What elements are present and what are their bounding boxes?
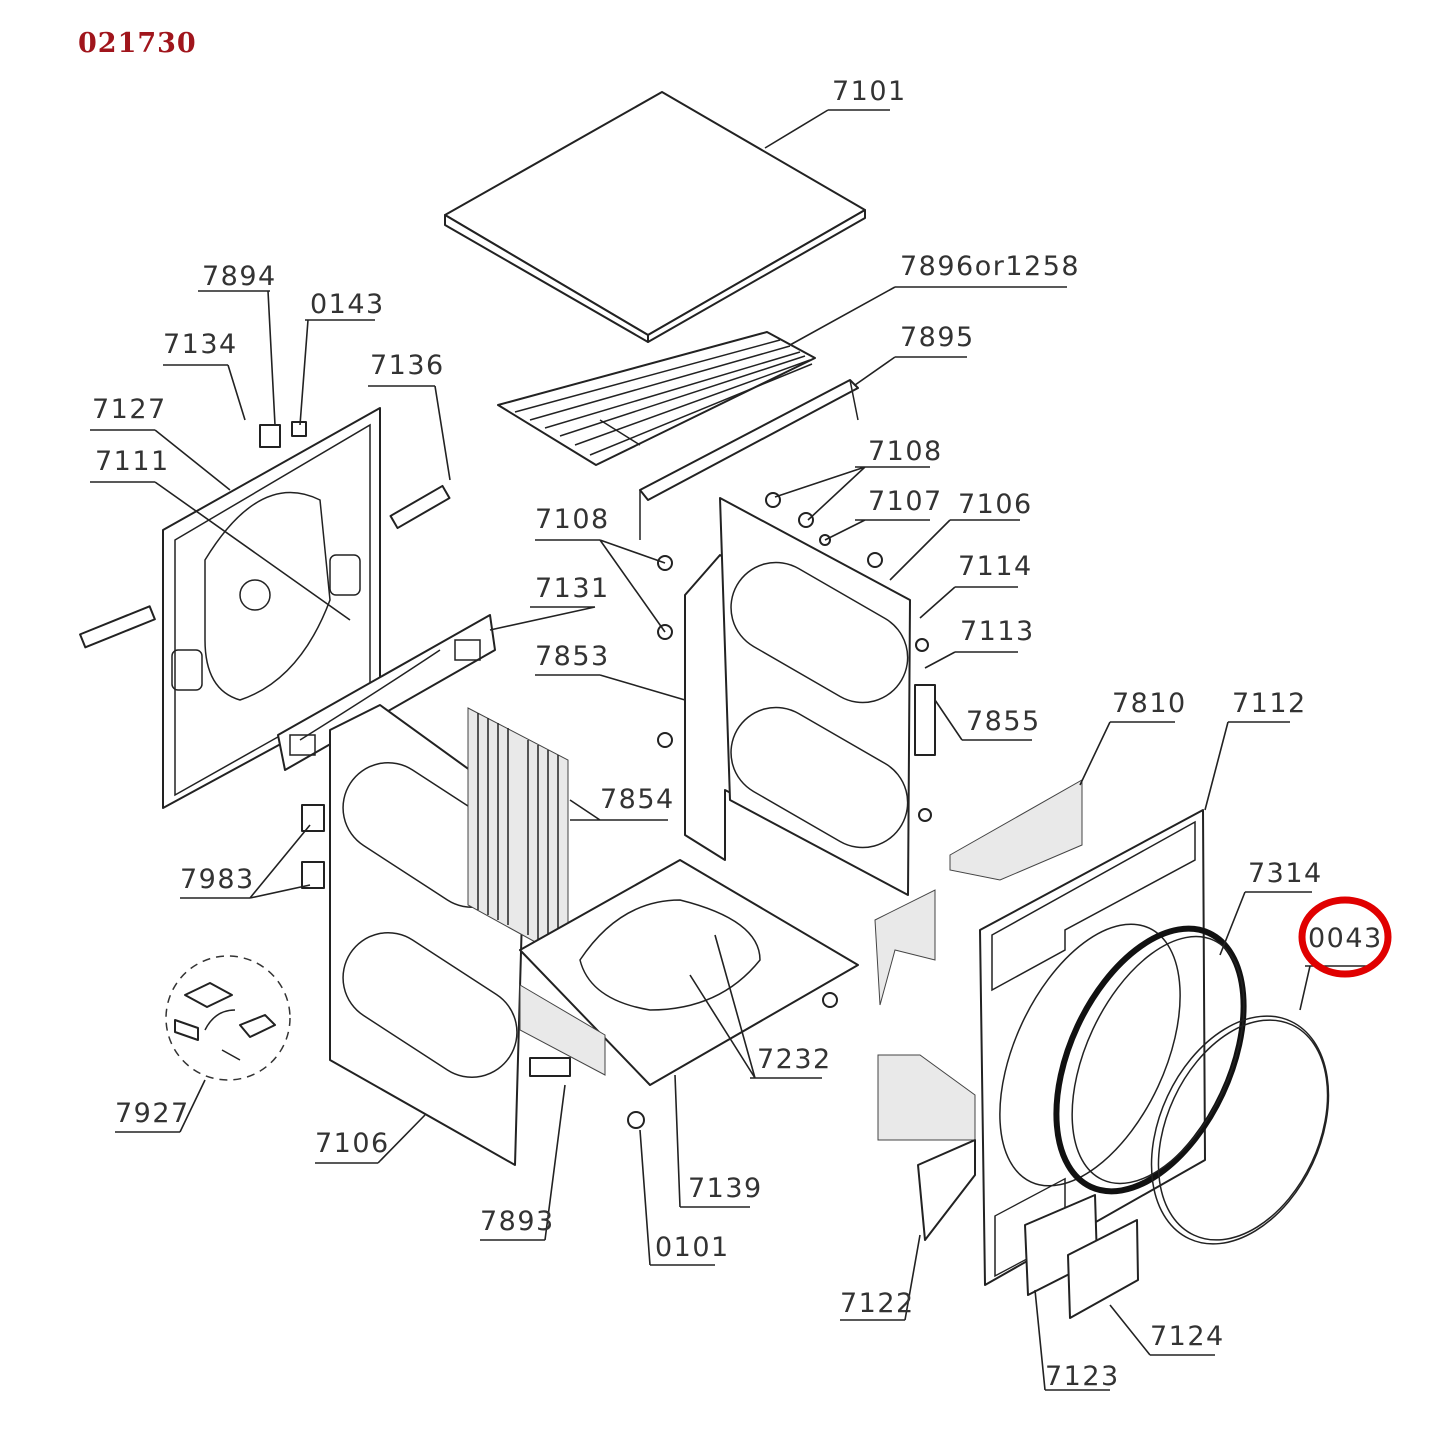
- filter-7123-7124: [1024, 1194, 1139, 1319]
- label-7122: 7122: [840, 1288, 915, 1319]
- label-7927: 7927: [115, 1098, 190, 1129]
- door-seal-7314: [1053, 925, 1247, 1195]
- highlight-circle: [1298, 896, 1392, 978]
- label-7106-bottom: 7106: [315, 1128, 390, 1159]
- label-7136: 7136: [370, 350, 445, 381]
- label-7139: 7139: [688, 1173, 763, 1204]
- side-panel-7106-right: [719, 497, 911, 896]
- label-7107: 7107: [868, 486, 943, 517]
- label-7893: 7893: [480, 1206, 555, 1237]
- top-panel-7101: [444, 91, 866, 343]
- diagram-id: 021730: [78, 28, 197, 59]
- label-0043: 0043: [1308, 923, 1383, 954]
- small-parts: [79, 421, 936, 1129]
- label-7108-mid: 7108: [535, 504, 610, 535]
- base-frame-7139: [519, 859, 859, 1086]
- ring-0043: [1150, 1015, 1330, 1245]
- grille-7896: [497, 331, 816, 466]
- leader-lines: [90, 109, 1372, 1391]
- part-drawings: [79, 91, 1330, 1319]
- label-0143: 0143: [310, 289, 385, 320]
- label-7895: 7895: [900, 322, 975, 353]
- filter-door-7122: [917, 1139, 976, 1241]
- rail-7895: [639, 379, 859, 540]
- label-7853: 7853: [535, 641, 610, 672]
- label-7106-right: 7106: [958, 489, 1033, 520]
- label-7111: 7111: [95, 446, 170, 477]
- label-7123: 7123: [1045, 1361, 1120, 1392]
- label-7101: 7101: [832, 76, 907, 107]
- label-7108-top: 7108: [868, 436, 943, 467]
- label-0101: 0101: [655, 1232, 730, 1263]
- label-7127: 7127: [92, 394, 167, 425]
- label-7131: 7131: [535, 573, 610, 604]
- label-7114: 7114: [958, 551, 1033, 582]
- label-7855: 7855: [966, 706, 1041, 737]
- label-7894: 7894: [202, 261, 277, 292]
- label-7124: 7124: [1150, 1321, 1225, 1352]
- label-7112: 7112: [1232, 688, 1307, 719]
- label-7854: 7854: [600, 784, 675, 815]
- label-7113: 7113: [960, 616, 1035, 647]
- label-7983: 7983: [180, 864, 255, 895]
- part-labels: 7101 7896or1258 7895 7894 0143 7134 7136…: [92, 76, 1383, 1392]
- kit-7927: [165, 955, 291, 1081]
- label-7810: 7810: [1112, 688, 1187, 719]
- label-7896or1258: 7896or1258: [900, 251, 1080, 282]
- label-7134: 7134: [163, 329, 238, 360]
- label-7314: 7314: [1248, 858, 1323, 889]
- label-7232: 7232: [757, 1044, 832, 1075]
- insulation-7810: [874, 779, 1083, 1141]
